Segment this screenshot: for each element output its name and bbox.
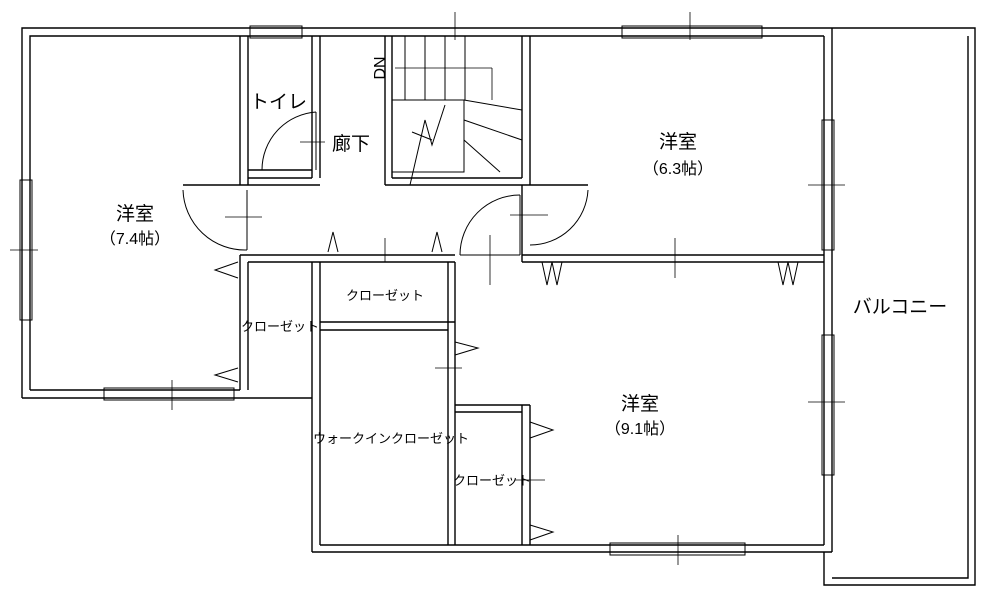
- closet-south-label: クローゼット: [453, 473, 531, 488]
- toilet-walls: [239, 36, 325, 186]
- walk-in-closet-label: ウォークインクローゼット: [313, 431, 469, 446]
- outer-walls: [21, 27, 833, 553]
- hall-doors: [182, 184, 589, 285]
- balcony-label: バルコニー: [853, 297, 948, 318]
- windows: [10, 12, 845, 565]
- room-se-name: 洋室: [621, 393, 659, 415]
- stairs: [384, 36, 531, 186]
- room-ne-size: （6.3帖）: [643, 160, 713, 178]
- toilet-label: トイレ: [250, 92, 307, 113]
- room-w-size: （7.4帖）: [100, 230, 170, 248]
- closet-west-label: クローゼット: [241, 319, 319, 334]
- room-se-size: （9.1帖）: [605, 420, 675, 438]
- room-w-name: 洋室: [116, 203, 154, 225]
- balcony-outline: [823, 27, 976, 586]
- interior-walls: [239, 185, 824, 545]
- room-labels: DN トイレ 廊下 洋室 （6.3帖） 洋室 （7.4帖） 洋室 （9.1帖） …: [100, 56, 947, 488]
- stairs-dn-label: DN: [372, 56, 389, 79]
- hallway-label: 廊下: [332, 133, 370, 155]
- closet-center-label: クローゼット: [346, 288, 424, 303]
- closet-door-markers: [213, 231, 799, 541]
- room-ne-name: 洋室: [659, 131, 697, 153]
